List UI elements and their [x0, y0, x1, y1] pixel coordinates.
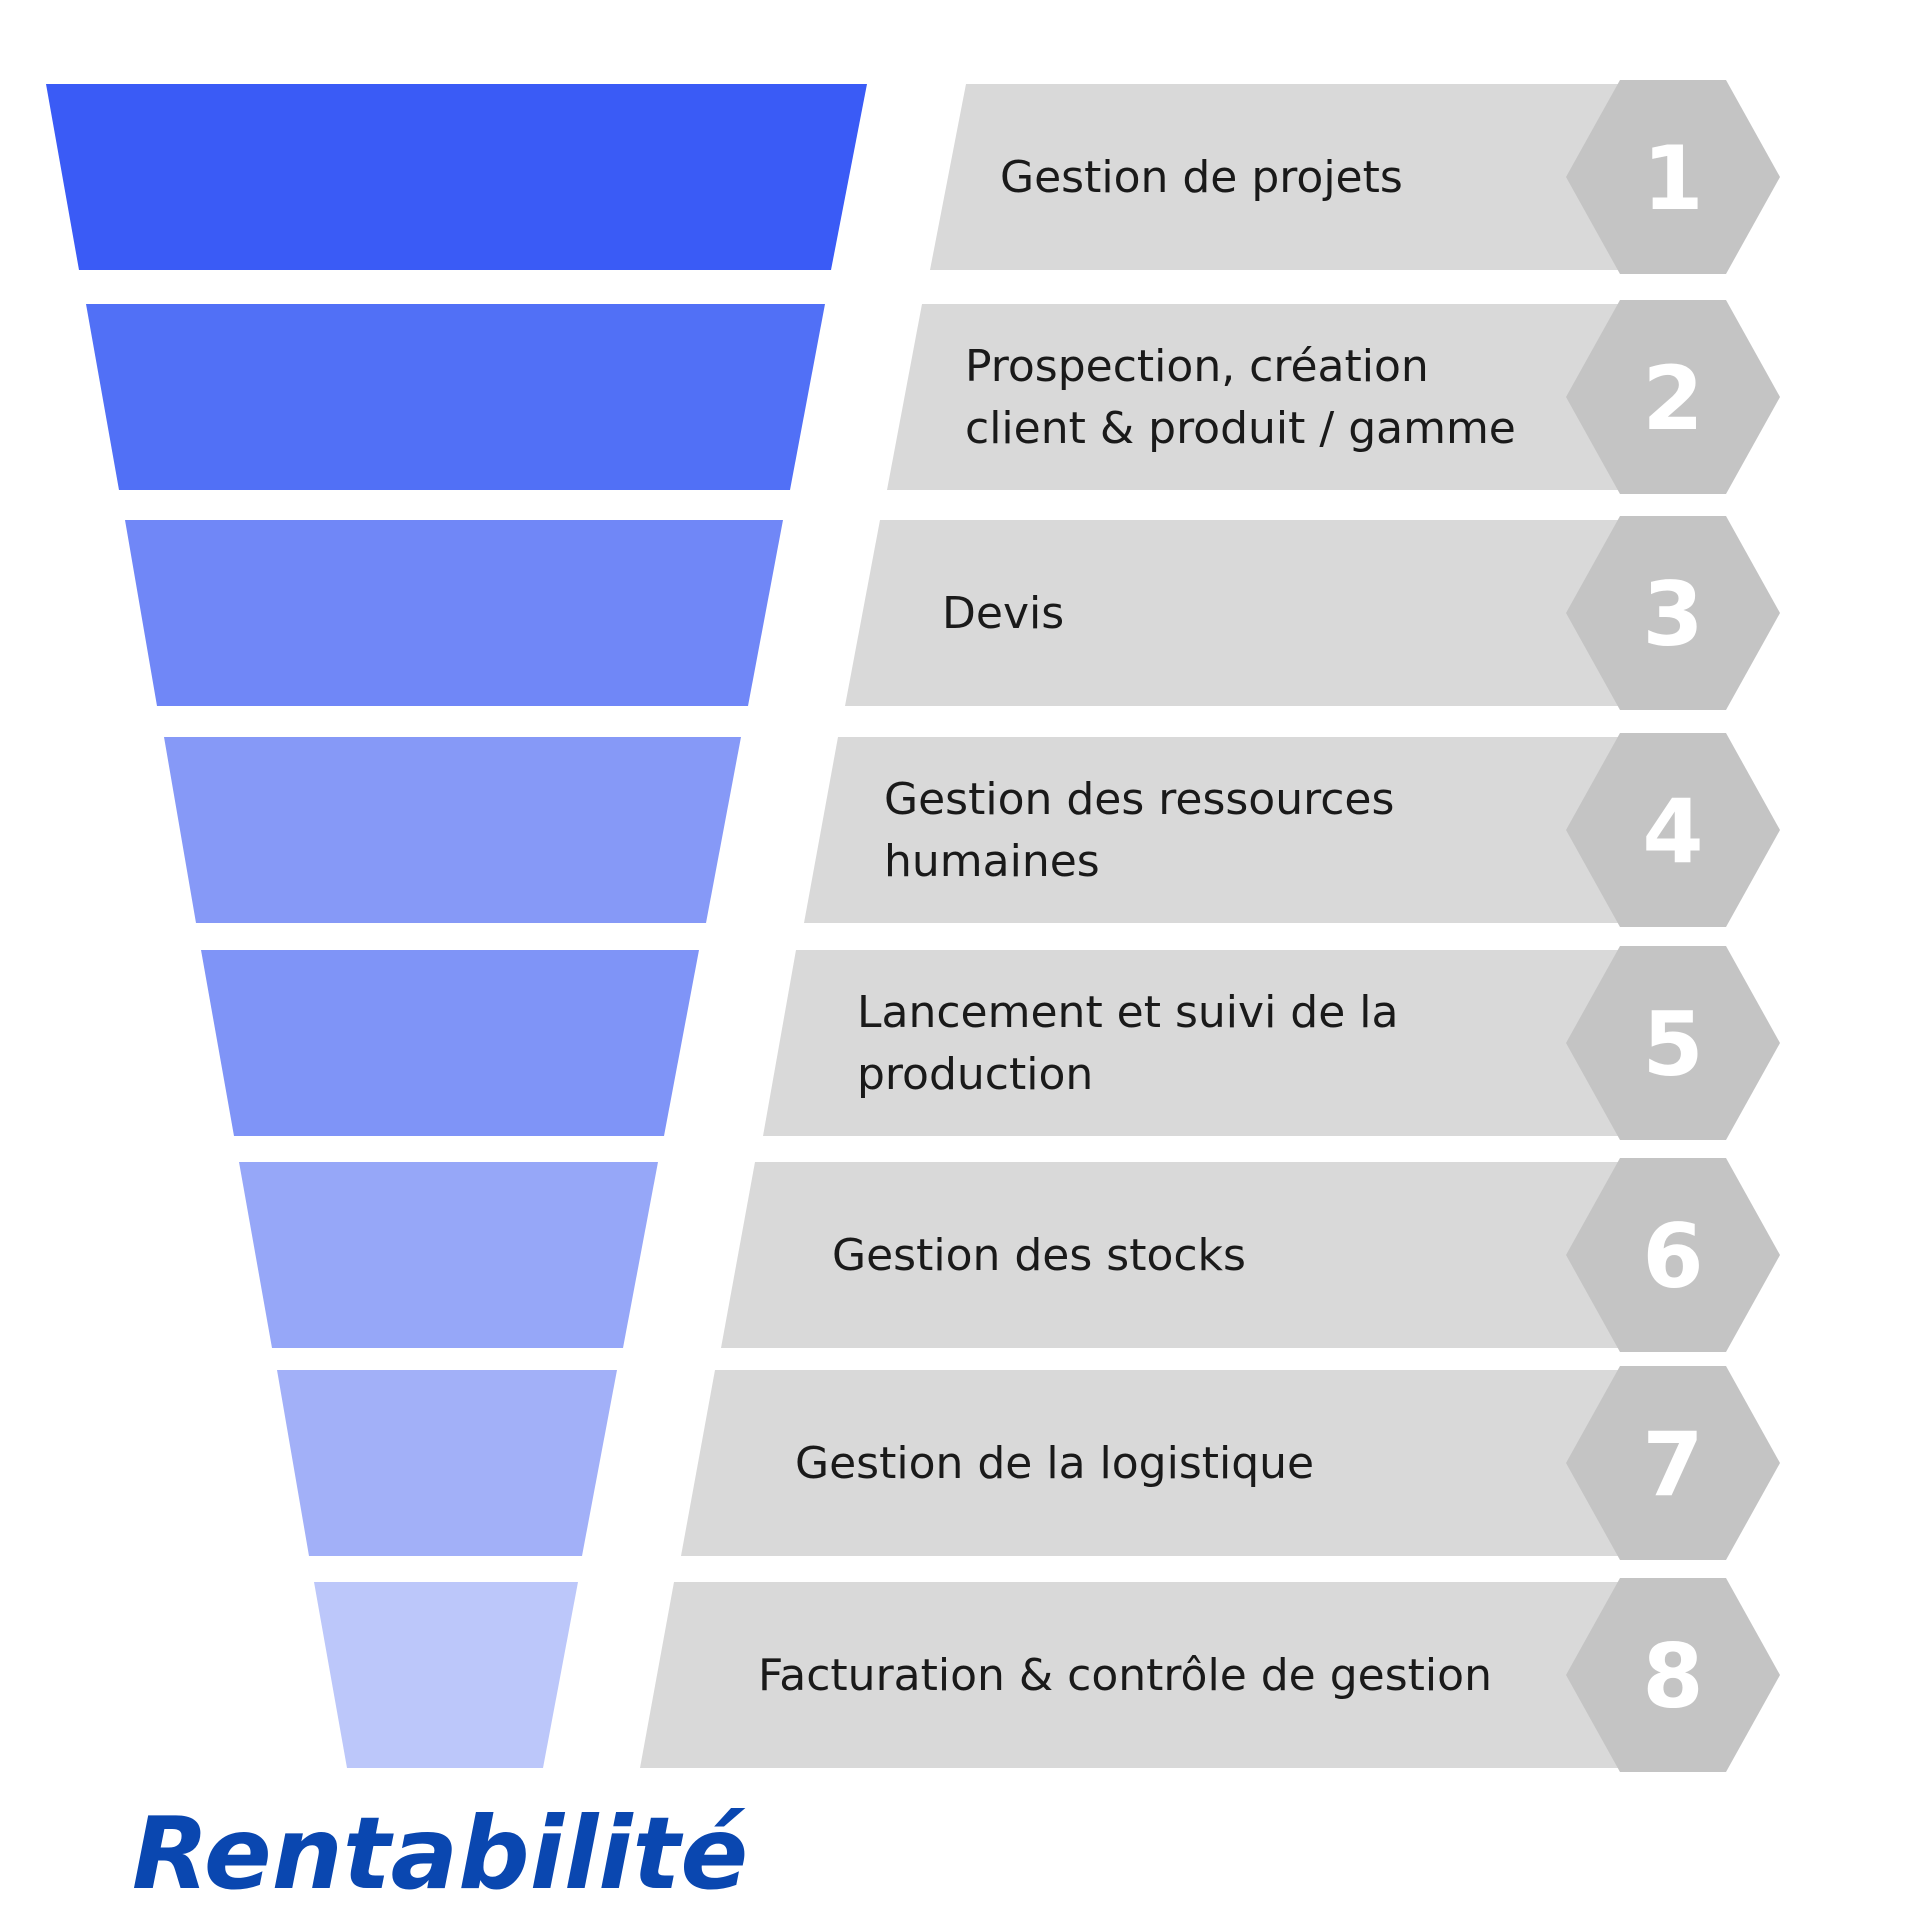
step-label-line: humaines	[884, 836, 1100, 887]
step-hexagon	[1566, 516, 1780, 710]
step-8: 8 Facturation & contrôle de gestion	[640, 1578, 1780, 1772]
step-5: 5 Lancement et suivi de la production	[763, 946, 1780, 1140]
step-hexagon	[1566, 1578, 1780, 1772]
funnel	[46, 84, 867, 1768]
step-label-line: Devis	[942, 588, 1064, 639]
funnel-layer-2	[86, 304, 825, 490]
step-number: 8	[1642, 1625, 1703, 1728]
step-label-line: production	[857, 1049, 1093, 1100]
funnel-layer-3	[125, 520, 783, 706]
funnel-layer-8	[314, 1582, 578, 1768]
funnel-layer-6	[239, 1162, 658, 1348]
step-band	[640, 1582, 1720, 1768]
step-label-line: client & produit / gamme	[965, 403, 1516, 454]
step-4: 4 Gestion des ressources humaines	[804, 733, 1780, 927]
step-label-line: Gestion de projets	[1000, 152, 1403, 203]
funnel-layer-5	[201, 950, 699, 1136]
step-number: 1	[1642, 127, 1703, 230]
step-6: 6 Gestion des stocks	[721, 1158, 1780, 1352]
step-hexagon	[1566, 946, 1780, 1140]
step-7: 7 Gestion de la logistique	[681, 1366, 1780, 1560]
funnel-layer-1	[46, 84, 867, 270]
step-number: 4	[1642, 780, 1703, 883]
step-band	[721, 1162, 1720, 1348]
step-label-line: Lancement et suivi de la	[857, 987, 1398, 1038]
footer-title: Rentabilité	[132, 1795, 748, 1912]
step-3: 3 Devis	[845, 516, 1780, 710]
step-number: 5	[1642, 993, 1703, 1096]
steps-list: 1 Gestion de projets 2 Prospection, créatio…	[640, 80, 1780, 1772]
step-band	[887, 304, 1720, 490]
step-label-line: Gestion des stocks	[832, 1230, 1246, 1281]
step-band	[930, 84, 1720, 270]
step-hexagon	[1566, 1366, 1780, 1560]
step-2: 2 Prospection, création client & produit /…	[887, 300, 1780, 494]
funnel-layer-4	[164, 737, 741, 923]
step-number: 3	[1642, 563, 1703, 666]
step-number: 2	[1642, 347, 1703, 450]
step-band	[763, 950, 1720, 1136]
step-hexagon	[1566, 80, 1780, 274]
step-label-line: Gestion de la logistique	[795, 1438, 1314, 1489]
step-label-line: Prospection, création	[965, 341, 1429, 392]
step-hexagon	[1566, 300, 1780, 494]
step-hexagon	[1566, 733, 1780, 927]
step-label-line: Facturation & contrôle de gestion	[758, 1650, 1492, 1701]
step-number: 7	[1642, 1413, 1703, 1516]
step-band	[845, 520, 1720, 706]
step-band	[681, 1370, 1720, 1556]
step-label-line: Gestion des ressources	[884, 774, 1394, 825]
funnel-layer-7	[277, 1370, 617, 1556]
step-1: 1 Gestion de projets	[930, 80, 1780, 274]
step-hexagon	[1566, 1158, 1780, 1352]
step-number: 6	[1642, 1205, 1703, 1308]
step-band	[804, 737, 1720, 923]
